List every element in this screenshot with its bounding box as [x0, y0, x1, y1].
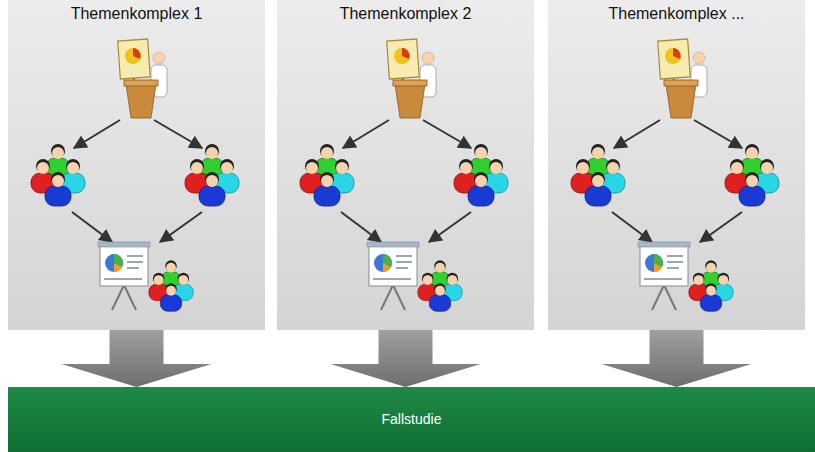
block-arrow [62, 330, 212, 387]
panel-title: Themenkomplex 2 [277, 5, 534, 23]
panel-title: Themenkomplex 1 [8, 5, 265, 23]
case-study-band: Fallstudie [8, 387, 815, 452]
block-arrow [602, 330, 752, 387]
block-arrow [331, 330, 481, 387]
panel-title: Themenkomplex ... [548, 5, 805, 23]
band-label: Fallstudie [8, 387, 815, 452]
